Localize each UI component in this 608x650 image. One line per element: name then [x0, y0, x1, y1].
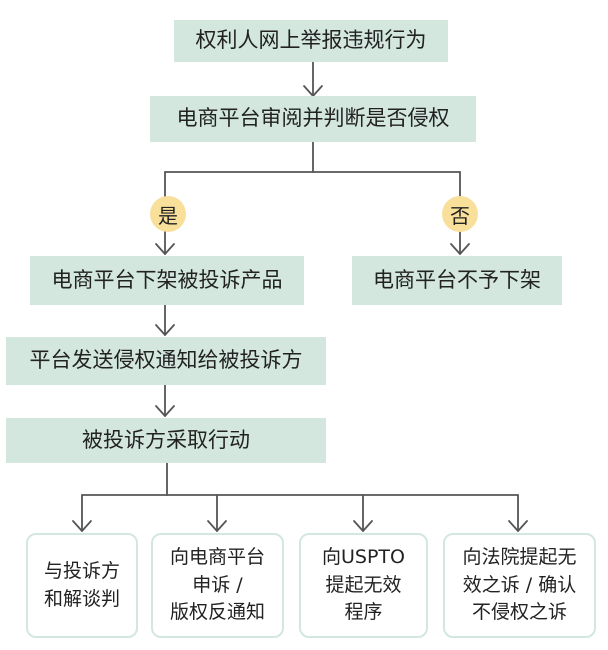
- node-takedown: 电商平台下架被投诉产品: [30, 256, 304, 305]
- node-review: 电商平台审阅并判断是否侵权: [150, 96, 476, 142]
- option-negotiate: 与投诉方 和解谈判: [26, 533, 138, 638]
- option-uspto-text: 向USPTO 提起无效 程序: [322, 546, 405, 624]
- option-court-text: 向法院提起无 效之诉 / 确认 不侵权之诉: [462, 546, 577, 624]
- node-report: 权利人网上举报违规行为: [174, 20, 448, 62]
- node-no-takedown: 电商平台不予下架: [352, 256, 562, 305]
- badge-yes: 是: [150, 196, 186, 232]
- option-platform-appeal: 向电商平台 申诉 / 版权反通知: [151, 533, 284, 638]
- option-negotiate-text: 与投诉方 和解谈判: [43, 559, 120, 610]
- node-notify: 平台发送侵权通知给被投诉方: [6, 337, 326, 385]
- option-platform-appeal-text: 向电商平台 申诉 / 版权反通知: [169, 546, 265, 624]
- node-action: 被投诉方采取行动: [6, 418, 326, 463]
- option-court: 向法院提起无 效之诉 / 确认 不侵权之诉: [443, 533, 596, 638]
- option-uspto: 向USPTO 提起无效 程序: [299, 533, 428, 638]
- badge-no: 否: [442, 196, 478, 232]
